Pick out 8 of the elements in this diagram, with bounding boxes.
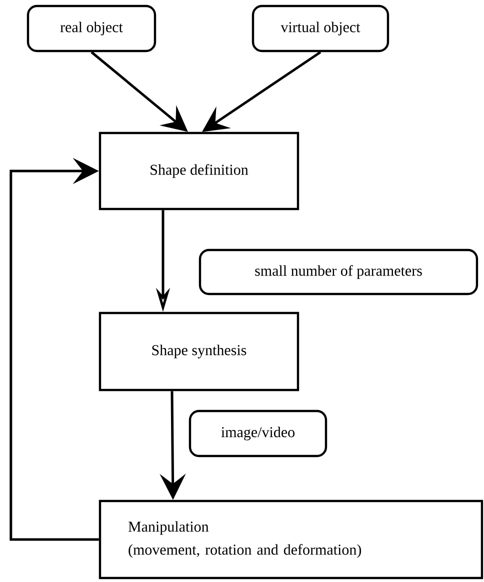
rounded-box: virtual object [252,4,390,52]
process-box: Shape definition [98,132,300,210]
rounded-box: image/video [188,410,328,458]
rounded-box: real object [26,4,156,52]
process-box: Manipulation (movement, rotation and deformation) [98,500,484,580]
rounded-box: small number of parameters [198,248,478,296]
arrow [10,158,99,541]
process-box: Shape synthesis [98,312,300,392]
